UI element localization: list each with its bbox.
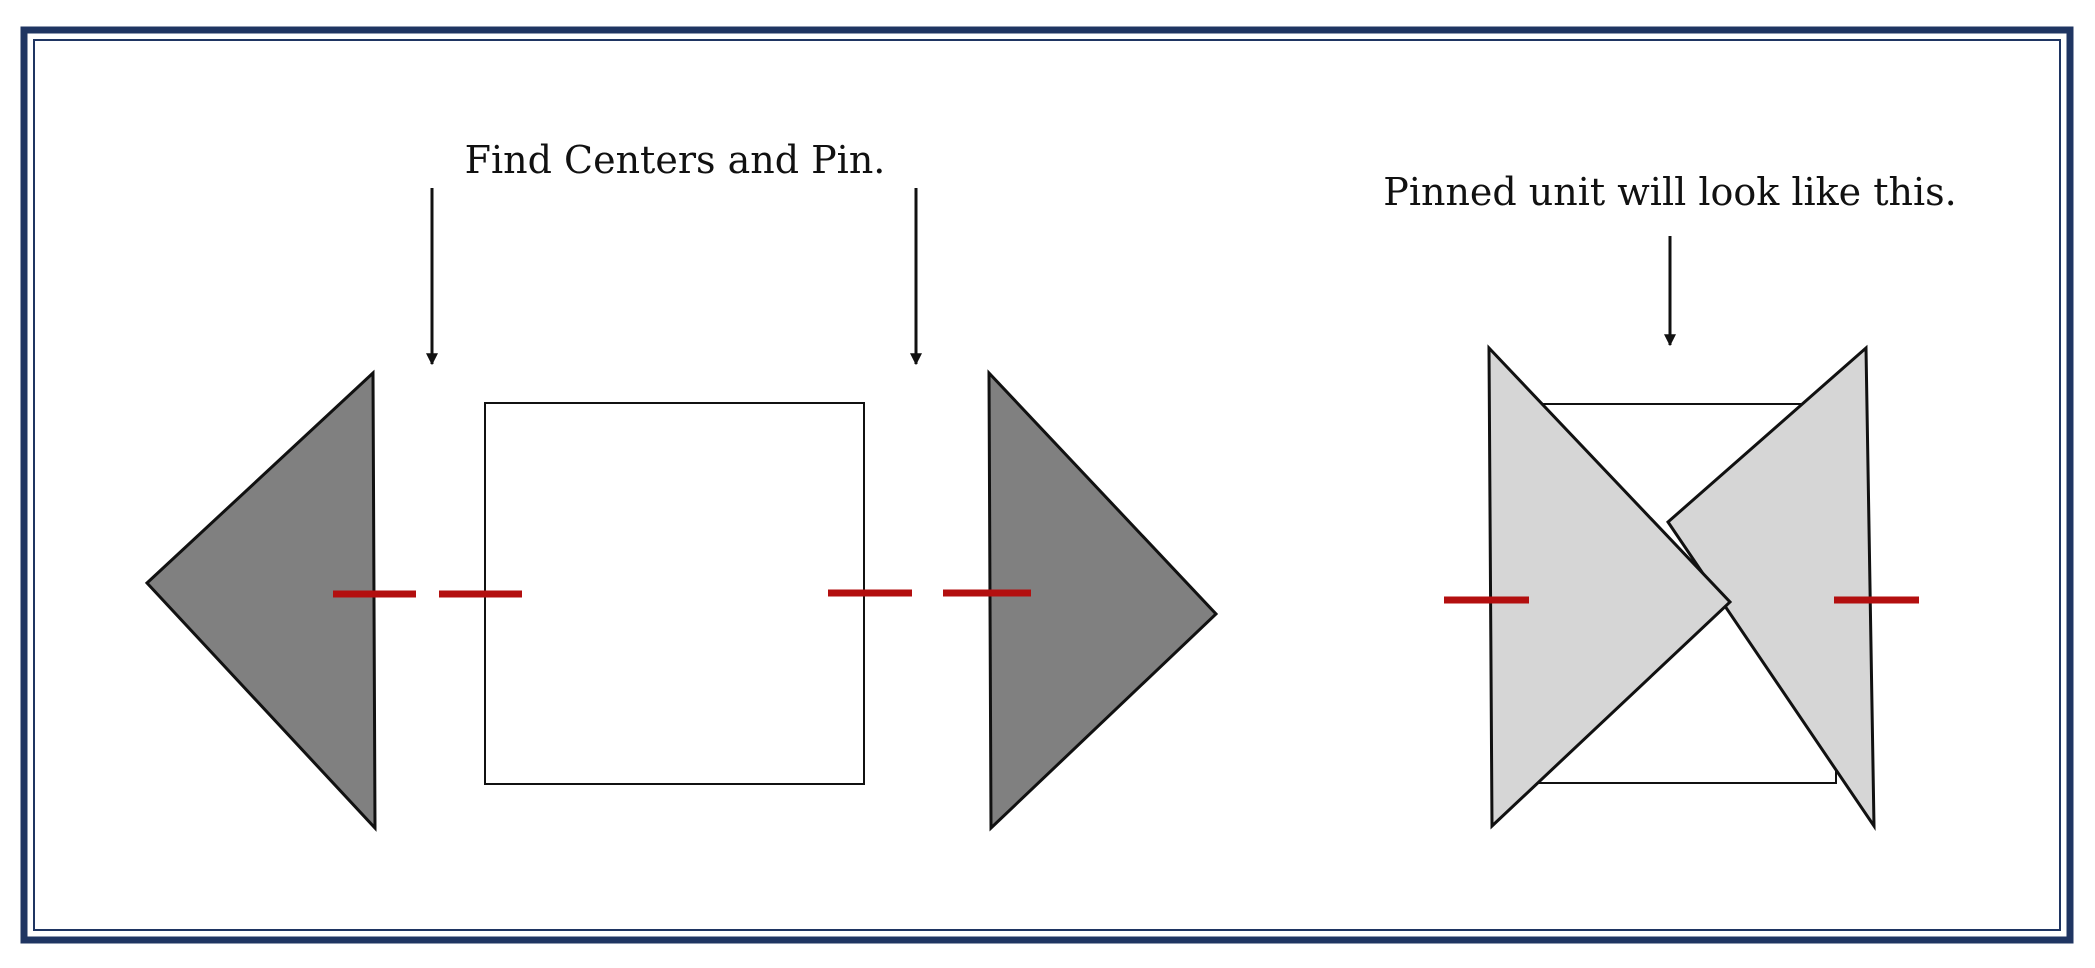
pinned-left-triangle [1487, 344, 1733, 830]
right-dark-triangle [987, 369, 1219, 832]
left-dark-triangle [144, 369, 377, 832]
inner-frame [33, 39, 2061, 931]
right-caption: Pinned unit will look like this. [1383, 170, 1956, 214]
outer-frame [20, 26, 2074, 944]
left-caption: Find Centers and Pin. [465, 138, 886, 182]
center-square [484, 402, 865, 785]
pinned-right-triangle [1666, 344, 1876, 832]
